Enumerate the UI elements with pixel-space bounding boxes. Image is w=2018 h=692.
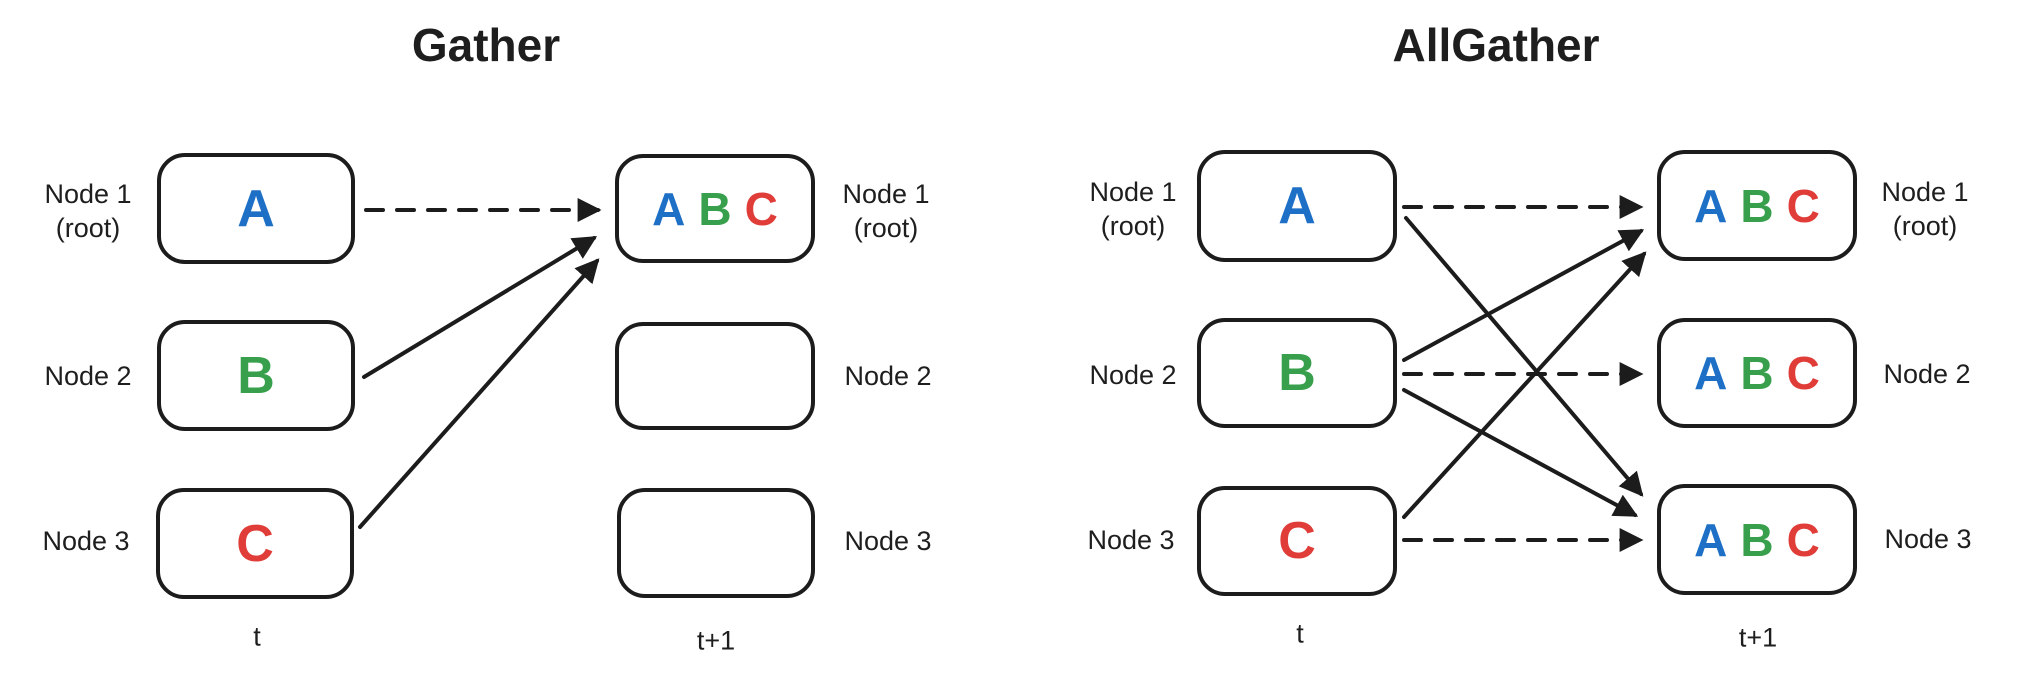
- gather-time-label: t: [253, 621, 261, 652]
- allgather-arrow-t-node1-to-t1-node3: [1404, 216, 1644, 497]
- gather-label-left-node2: Node 2: [44, 361, 132, 391]
- node-letter-b: B: [1740, 179, 1774, 232]
- gather-label-left-node1: Node 1(root): [44, 179, 132, 243]
- node-letter-b: B: [237, 346, 275, 405]
- node-letter-c: C: [1786, 179, 1820, 232]
- gather-box-t1-node2: [615, 322, 815, 430]
- node-letter-b: B: [698, 182, 732, 235]
- gather-label-right-node2: Node 2: [844, 361, 932, 391]
- allgather-label-right-node2: Node 2: [1883, 359, 1971, 389]
- gather-title: Gather: [411, 19, 561, 71]
- gather-arrow-t-node2-to-t1-node1: [362, 236, 598, 379]
- gather-time-label: t+1: [696, 625, 736, 656]
- node-letter-a: A: [1694, 513, 1728, 566]
- gather-box-t-node2: B: [157, 320, 355, 431]
- gather-arrow-t-node3-to-t1-node1: [358, 258, 600, 529]
- allgather-box-t-node1: A: [1197, 150, 1397, 262]
- node-letter-c: C: [1278, 512, 1316, 570]
- allgather-label-left-node3: Node 3: [1087, 525, 1175, 555]
- gather-label-right-node1: Node 1(root): [842, 179, 930, 243]
- arrows-group: [358, 195, 1647, 552]
- node-letter-b: B: [1740, 347, 1774, 399]
- node-letter-a: A: [1278, 177, 1316, 235]
- allgather-label-left-node1: Node 1(root): [1089, 177, 1177, 241]
- node-letter-b: B: [1278, 344, 1316, 402]
- allgather-box-t-node3: C: [1197, 486, 1397, 596]
- allgather-arrow-t-node2-to-t1-node1: [1402, 229, 1645, 362]
- node-letter-a: A: [1694, 179, 1728, 232]
- allgather-time-label: t+1: [1738, 622, 1778, 653]
- allgather-time-label: t: [1296, 618, 1304, 649]
- node-letter-a: A: [237, 179, 275, 238]
- gather-box-t-node1: A: [157, 153, 355, 264]
- allgather-arrow-t-node2-to-t1-node3: [1402, 388, 1639, 517]
- node-letter-a: A: [652, 182, 686, 235]
- node-letter-a: A: [1694, 347, 1728, 399]
- allgather-label-right-node3: Node 3: [1884, 524, 1972, 554]
- allgather-title: AllGather: [1392, 19, 1600, 71]
- node-letter-b: B: [1740, 513, 1774, 566]
- node-letter-c: C: [1786, 513, 1820, 566]
- node-letter-c: C: [744, 182, 778, 235]
- gather-label-left-node3: Node 3: [42, 526, 130, 556]
- allgather-box-t-node2: B: [1197, 318, 1397, 428]
- allgather-label-left-node2: Node 2: [1089, 360, 1177, 390]
- gather-label-right-node3: Node 3: [844, 526, 932, 556]
- node-letter-c: C: [236, 514, 274, 573]
- allgather-label-right-node1: Node 1(root): [1881, 177, 1969, 241]
- node-letter-c: C: [1786, 347, 1820, 399]
- allgather-arrow-t-node3-to-t1-node1: [1402, 251, 1647, 519]
- gather-box-t1-node3: [617, 488, 815, 598]
- gather-box-t-node3: C: [156, 488, 354, 599]
